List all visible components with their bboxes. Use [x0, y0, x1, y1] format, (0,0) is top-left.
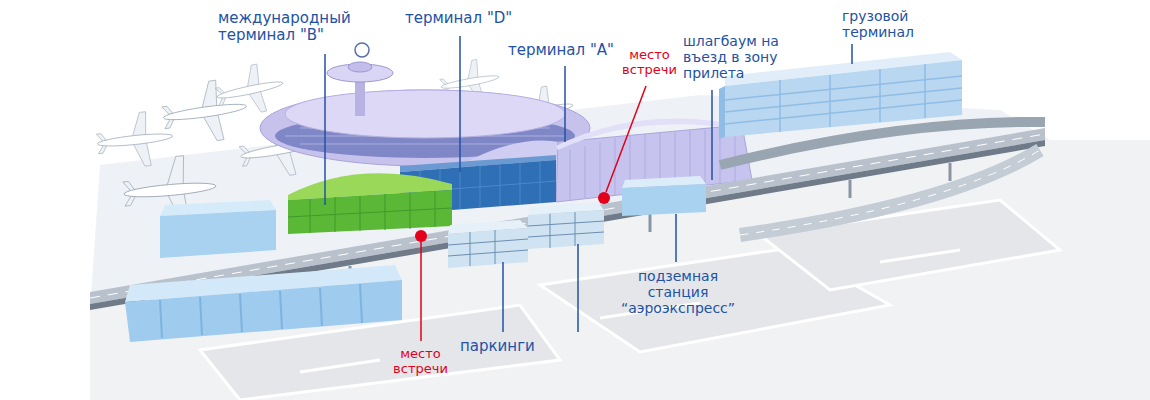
cargo-terminal	[725, 60, 962, 137]
parking-buildings	[448, 228, 528, 268]
cargo-terminal	[725, 64, 962, 132]
terminal-b	[348, 62, 372, 72]
green-building	[288, 191, 452, 233]
parking-label: паркинги	[460, 338, 580, 355]
terminal-a	[556, 118, 746, 150]
terminal-b	[285, 90, 565, 138]
aeroexpress-building	[622, 184, 706, 216]
terminal-b	[355, 43, 369, 57]
barrier-label: шлагбаум на въезд в зону прилета	[683, 33, 808, 81]
small-building	[160, 210, 276, 258]
elevated-road	[90, 140, 1045, 310]
leader-lines	[325, 36, 852, 341]
ground	[90, 95, 1150, 400]
green-building	[288, 190, 452, 234]
terminal-label: терминал "A"	[508, 42, 638, 59]
cargo-terminal-label: грузовой терминал	[842, 8, 937, 40]
meeting-point-label: место встречи	[612, 48, 687, 78]
parking-buildings	[448, 230, 528, 266]
terminal-label: международный терминал "B"	[218, 10, 383, 45]
meeting-point-dots	[415, 230, 427, 242]
cargo-terminal	[719, 86, 725, 139]
ground	[760, 200, 1060, 290]
leader-lines	[325, 36, 852, 332]
airplanes	[95, 109, 176, 171]
elevated-road	[740, 150, 1040, 235]
front-building	[125, 280, 402, 342]
parking-buildings	[528, 210, 604, 249]
green-building	[288, 173, 452, 234]
small-building	[160, 200, 276, 258]
station-label: подземная станция “аэроэкспресс”	[608, 268, 748, 316]
elevated-road	[90, 128, 1045, 304]
meeting-point-label: место встречи	[383, 347, 458, 377]
airplanes	[159, 76, 251, 147]
parking-buildings	[528, 212, 604, 248]
parking-buildings	[448, 202, 604, 268]
elevated-road	[90, 134, 1045, 298]
front-building	[160, 284, 362, 338]
meeting-point-dots	[598, 192, 610, 204]
terminal-label: терминал "D"	[405, 10, 575, 27]
aeroexpress-building	[622, 176, 706, 216]
leader-lines	[421, 86, 646, 341]
meeting-point-dots	[415, 192, 610, 242]
elevated-road	[740, 150, 1040, 235]
front-building	[125, 265, 402, 342]
elevated-road	[90, 122, 1045, 318]
